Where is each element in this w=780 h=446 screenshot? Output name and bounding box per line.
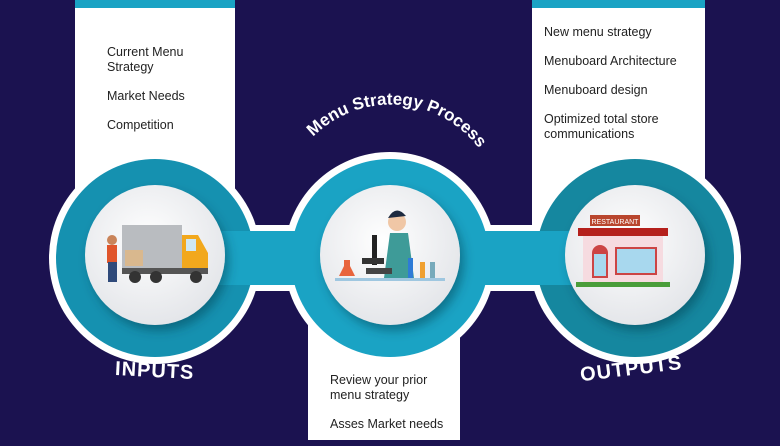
- restaurant-storefront-icon: RESTAURANT: [576, 215, 670, 287]
- outputs-item: Optimized total store communications: [544, 112, 659, 141]
- delivery-truck-icon: [107, 225, 208, 283]
- process-list: Review your prior menu strategy Asses Ma…: [330, 373, 455, 446]
- process-item: Asses Market needs: [330, 417, 444, 431]
- scientist-microscope-icon: [335, 210, 445, 281]
- inputs-item: Market Needs: [107, 89, 185, 103]
- outputs-item: New menu strategy: [544, 25, 652, 39]
- outputs-item: Menuboard Architecture: [544, 54, 677, 68]
- process-title: Menu Strategy Process: [303, 89, 491, 150]
- inputs-list: Current Menu Strategy Market Needs Compe…: [107, 45, 232, 147]
- inputs-label: INPUTS: [114, 357, 195, 385]
- restaurant-sign: RESTAURANT: [592, 219, 640, 226]
- inputs-panel-cap: [75, 0, 235, 8]
- outputs-item: Menuboard design: [544, 83, 648, 97]
- outputs-list: New menu strategy Menuboard Architecture…: [544, 25, 704, 156]
- outputs-panel-cap: [532, 0, 705, 8]
- inputs-item: Current Menu Strategy: [107, 45, 184, 74]
- process-item: Review your prior menu strategy: [330, 373, 428, 402]
- inputs-item: Competition: [107, 118, 174, 132]
